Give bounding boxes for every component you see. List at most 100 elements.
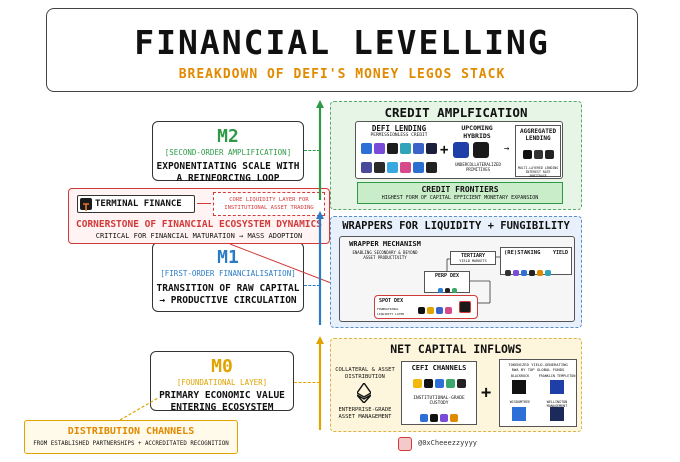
m0-subtitle: [FOUNDATIONAL LAYER]: [176, 378, 268, 387]
m1-description-line1: TRANSITION OF RAW CAPITAL: [156, 283, 300, 294]
aggregator-icon: [544, 150, 554, 160]
perp-protocol-icon: [451, 288, 457, 293]
cefi-label: CEFI CHANNELS: [411, 364, 467, 372]
custodian-icon: [420, 414, 428, 422]
m0-connector: [294, 382, 320, 383]
arrow-icon: →: [504, 144, 510, 154]
exchange-icon: [445, 379, 455, 388]
wrapper-mechanism-sub2: ASSET PRODUCTIVITY: [363, 255, 407, 260]
tokenized-label-1: TOKENIZED YIELD-GENERATING: [508, 362, 568, 367]
terminal-finance-panel: TERMINAL FINANCE CORE LIQUIDITY LAYER FO…: [68, 188, 330, 244]
spot-dex-label: SPOT DEX: [379, 298, 404, 304]
page-title: FINANCIAL LEVELLING: [134, 23, 550, 62]
defi-lending-logo-grid: [360, 140, 440, 178]
spot-dex-sub2: LIQUIDITY LAYER: [377, 312, 405, 316]
spot-protocol-icon: [445, 307, 452, 314]
lending-protocol-icon: [426, 162, 437, 173]
terminal-logo-icon: [80, 198, 92, 211]
exchange-icon: [412, 379, 422, 388]
distribution-caption: FROM ESTABLISHED PARTNERSHIPS + ACCREDIT…: [33, 441, 229, 447]
perp-protocol-icon: [444, 288, 450, 293]
custody-label-2: CUSTODY: [429, 401, 449, 406]
m1-level-card: M1 [FIRST-ORDER FINANCIALISATION] TRANSI…: [152, 242, 304, 312]
lending-protocol-icon: [387, 162, 398, 173]
tokenized-rwa-box: TOKENIZED YIELD-GENERATING RWA BY TOP GL…: [499, 359, 577, 427]
lending-protocol-icon: [426, 143, 437, 154]
m0-description-line2: ENTERING ECOSYSTEM: [170, 402, 274, 414]
exchange-icon: [434, 379, 444, 388]
title-panel: FINANCIAL LEVELLING BREAKDOWN OF DEFI'S …: [46, 8, 638, 92]
collateral-label-2: DISTRIBUTION: [345, 374, 385, 380]
terminal-note-line1: CORE LIQUIDITY LAYER FOR: [229, 197, 309, 203]
m0-description-line1: PRIMARY ECONOMIC VALUE: [159, 390, 285, 401]
yield-label: YIELD: [553, 250, 569, 256]
exchange-icon: [423, 379, 433, 388]
spot-protocol-icon: [418, 307, 425, 314]
lending-protocol-icon: [400, 143, 411, 154]
custodian-icon: [430, 414, 438, 422]
footer: @0xCheeezzyyyy: [398, 436, 538, 454]
custodian-icon: [440, 414, 448, 422]
fund-name-c: WISDOMTREE: [509, 400, 531, 404]
m1-code: M1: [217, 247, 239, 268]
author-handle[interactable]: @0xCheeezzyyyy: [418, 439, 478, 447]
credit-amplification-zone: CREDIT AMPLFICATION DEFI LENDING PERMISS…: [330, 101, 582, 210]
restaking-protocol-icon: [505, 270, 511, 276]
yield-protocol-icon: [537, 270, 543, 276]
lending-protocol-icon: [413, 162, 424, 173]
aggregated-sublabel-2: INTEREST RATE ARBITRAGE: [525, 170, 551, 179]
net-capital-inflows-zone: NET CAPITAL INFLOWS COLLATERAL & ASSET D…: [330, 338, 582, 432]
lending-protocol-icon: [374, 143, 385, 154]
restaking-protocol-icon: [521, 270, 527, 276]
lending-protocol-icon: [361, 162, 372, 173]
inflows-title: NET CAPITAL INFLOWS: [390, 342, 522, 356]
fund-name-a: BLACKROCK: [510, 374, 530, 378]
lending-protocol-icon: [374, 162, 385, 173]
m2-level-card: M2 [SECOND-ORDER AMPLIFICATION] EXPONENT…: [152, 121, 304, 184]
fund-name-b: FRANKLIN TEMPLETON: [538, 374, 576, 378]
terminal-finance-badge: TERMINAL FINANCE: [77, 195, 195, 213]
hybrid-protocol-icon-b: [473, 142, 489, 158]
wrapper-mechanism-sub1: ENABLING SECONDARY & BEYOND: [352, 250, 418, 255]
ethereum-icon: [355, 381, 373, 407]
spot-protocol-icon: [427, 307, 434, 314]
wrappers-title: WRAPPERS FOR LIQUIDITY + FUNGIBILITY: [342, 220, 570, 232]
fund-logo-icon: [550, 380, 564, 394]
aggregated-sublabel-1: MULTI-LAYERED LENDING: [517, 166, 559, 171]
lending-protocol-icon: [413, 143, 424, 154]
restaking-protocol-icon: [513, 270, 519, 276]
custody-label-1: INSTITUTIONAL-GRADE: [413, 396, 465, 401]
frontiers-title: CREDIT FRONTIERS: [421, 185, 499, 194]
aggregator-icon: [522, 150, 532, 160]
terminal-finance-name: TERMINAL FINANCE: [95, 199, 182, 209]
plus-icon: +: [440, 142, 449, 158]
m2-description-line1: EXPONENTIATING SCALE WITH: [156, 161, 300, 172]
frontiers-caption: HIGHEST FORM OF CAPITAL EFFICIENT MONETA…: [381, 195, 539, 201]
m0-level-card: M0 [FOUNDATIONAL LAYER] PRIMARY ECONOMIC…: [150, 351, 294, 414]
tertiary-box: TERTIARY YIELD MARKETS: [450, 251, 496, 265]
restaking-label: (RE)STAKING: [504, 250, 541, 256]
hybrids-sublabel-1: UNDERCOLLATERALIZED: [455, 162, 501, 167]
credit-title: CREDIT AMPLFICATION: [384, 105, 528, 120]
defi-lending-sublabel: PERMISSIONLESS CREDIT: [370, 133, 428, 138]
spot-protocol-icon: [436, 307, 443, 314]
m2-subtitle: [SECOND-ORDER AMPLIFICATION]: [164, 148, 292, 157]
perp-dex-label: PERP DEX: [434, 273, 460, 279]
credit-lending-panel: DEFI LENDING PERMISSIONLESS CREDIT + UPC…: [355, 121, 563, 179]
author-avatar: [398, 437, 412, 451]
distribution-panel: DISTRIBUTION CHANNELS FROM ESTABLISHED P…: [24, 420, 238, 454]
terminal-finance-mini-icon: [459, 301, 471, 313]
m1-connector: [304, 285, 320, 286]
tertiary-sublabel: YIELD MARKETS: [459, 259, 487, 263]
terminal-caption: CRITICAL FOR FINANCIAL MATURATION → MASS…: [95, 232, 303, 240]
enterprise-label-2: ASSET MANAGEMENT: [338, 414, 392, 420]
lending-protocol-icon: [400, 162, 411, 173]
tokenized-label-2: RWA BY TOP GLOBAL FUNDS: [511, 367, 565, 372]
hybrids-sublabel-2: PRIMITIVES: [465, 167, 491, 172]
restaking-box: (RE)STAKING YIELD: [500, 247, 572, 276]
cefi-channels-box: CEFI CHANNELS INSTITUTIONAL-GRADE CUSTOD…: [401, 361, 477, 425]
terminal-headline: CORNERSTONE OF FINANCIAL ECOSYSTEM DYNAM…: [76, 219, 322, 230]
exchange-icon: [456, 379, 466, 388]
hybrids-label: UPCOMING HYBRIDS: [461, 124, 493, 140]
